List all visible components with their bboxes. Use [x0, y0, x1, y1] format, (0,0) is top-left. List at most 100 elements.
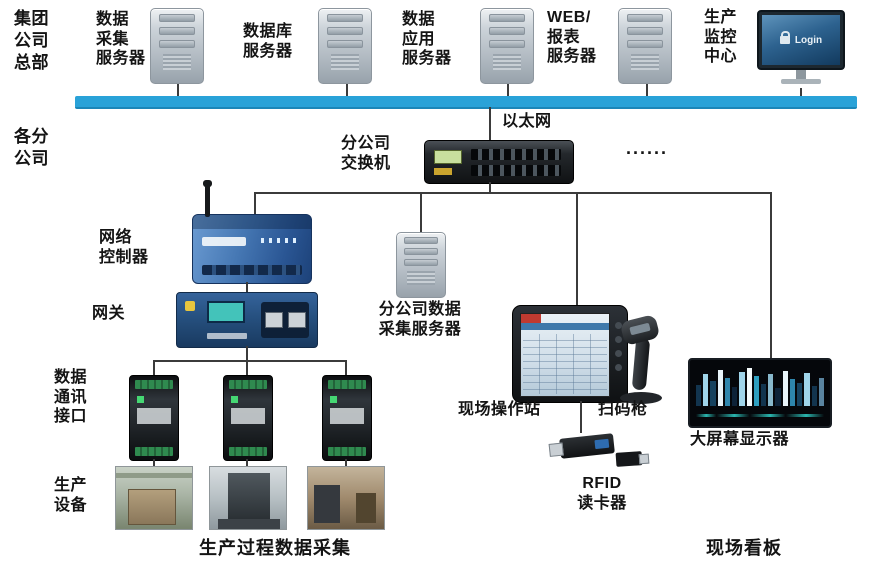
server-vent — [631, 54, 659, 70]
module-tag — [231, 408, 265, 424]
server-slot — [489, 40, 525, 48]
bar — [724, 377, 731, 406]
rfid-label: RFID 读卡器 — [577, 475, 627, 512]
connector-line — [254, 192, 772, 194]
login-screen: Login — [762, 15, 840, 65]
connector-line — [770, 192, 772, 358]
module-tag — [330, 408, 364, 424]
scanner-label: 扫码枪 — [598, 401, 648, 418]
photo-detail — [356, 493, 376, 523]
server-slot — [627, 27, 663, 35]
photo-detail — [116, 473, 192, 478]
connector-line — [177, 84, 179, 97]
bar — [760, 383, 767, 406]
server-label-web-report: WEB/ 报表 服务器 — [547, 9, 597, 66]
equipment-label: 生产 设备 — [54, 477, 88, 514]
card-slot — [594, 438, 610, 450]
usb-dongle-icon — [615, 451, 650, 467]
switch-screen — [434, 150, 462, 164]
server-slot — [404, 248, 438, 255]
ethernet-port — [264, 312, 283, 328]
bar — [818, 377, 824, 406]
gateway-lcd — [207, 301, 245, 323]
terminal-block — [229, 447, 267, 456]
switch-tag — [434, 168, 452, 175]
terminal-block — [328, 447, 366, 456]
terminal-block — [229, 380, 267, 389]
photo-detail — [228, 473, 270, 519]
server-label-database: 数据库 服务器 — [243, 23, 293, 60]
server-slot — [327, 14, 363, 22]
monitor-center-label: 生产 监控 中心 — [704, 9, 738, 66]
connector-line — [576, 192, 578, 305]
controller-top — [193, 215, 311, 229]
status-led — [137, 396, 144, 403]
status-led — [231, 396, 238, 403]
bar — [739, 371, 745, 406]
equipment-photo — [209, 466, 287, 530]
rfid-reader-icon — [548, 433, 615, 459]
terminal-block — [328, 380, 366, 389]
station-buttons — [614, 322, 623, 386]
server-label-data-collect: 数据 采集 服务器 — [96, 11, 146, 68]
bigscreen-bars — [696, 368, 824, 406]
bar — [703, 373, 709, 406]
scanner-base — [620, 392, 662, 404]
station-header — [521, 323, 609, 330]
bar — [804, 372, 810, 406]
server-icon-data-collect — [150, 8, 204, 84]
equipment-photo — [307, 466, 385, 530]
connector-line — [246, 282, 248, 292]
server-slot — [404, 237, 438, 244]
photo-detail — [128, 489, 176, 525]
gateway-label: 网关 — [92, 305, 126, 322]
server-slot — [489, 27, 525, 35]
server-icon-branch-collect — [396, 232, 446, 298]
usb-plug — [548, 442, 564, 457]
monitor-stand — [796, 70, 806, 79]
terminal-block — [135, 380, 173, 389]
server-vent — [493, 54, 521, 70]
bar — [717, 369, 723, 406]
connector-line — [489, 107, 491, 140]
station-label: 现场操作站 — [458, 401, 541, 418]
branch-server-label: 分公司数据 采集服务器 — [378, 301, 462, 338]
photo-detail — [314, 485, 340, 523]
connector-line — [246, 346, 248, 360]
field-station-icon — [512, 305, 628, 403]
monitor-base — [781, 79, 821, 84]
bar — [775, 387, 781, 406]
more-branches-dots: ...... — [626, 138, 669, 158]
switch-ports — [471, 149, 561, 160]
data-interface-module — [129, 375, 179, 461]
server-slot — [159, 14, 195, 22]
data-interface-module — [322, 375, 372, 461]
bar — [797, 383, 803, 406]
connector-line — [420, 192, 422, 232]
branch-section-label: 各分 公司 — [14, 127, 49, 169]
footer-caption-kanban: 现场看板 — [706, 538, 782, 558]
bar — [746, 368, 752, 406]
server-icon-app — [480, 8, 534, 84]
hq-section-label: 集团 公司 总部 — [14, 9, 49, 73]
connector-line — [246, 360, 248, 375]
server-slot — [404, 259, 438, 266]
station-button — [615, 336, 622, 343]
lock-icon — [779, 31, 790, 44]
monitor-frame: Login — [757, 10, 845, 70]
photo-detail — [218, 519, 280, 529]
controller-brand — [202, 237, 246, 246]
connector-line — [153, 459, 155, 466]
connector-line — [246, 459, 248, 466]
bar — [789, 379, 796, 406]
large-display-icon — [688, 358, 832, 428]
monitor-icon: Login — [757, 10, 845, 88]
gateway-icon — [176, 292, 318, 348]
bigscreen-label: 大屏幕显示器 — [690, 431, 790, 448]
module-tag — [137, 408, 171, 424]
switch-ports — [471, 165, 561, 176]
ethernet-bar — [75, 96, 857, 109]
connector-line — [646, 84, 648, 97]
controller-label: 网络 控制器 — [99, 229, 149, 266]
